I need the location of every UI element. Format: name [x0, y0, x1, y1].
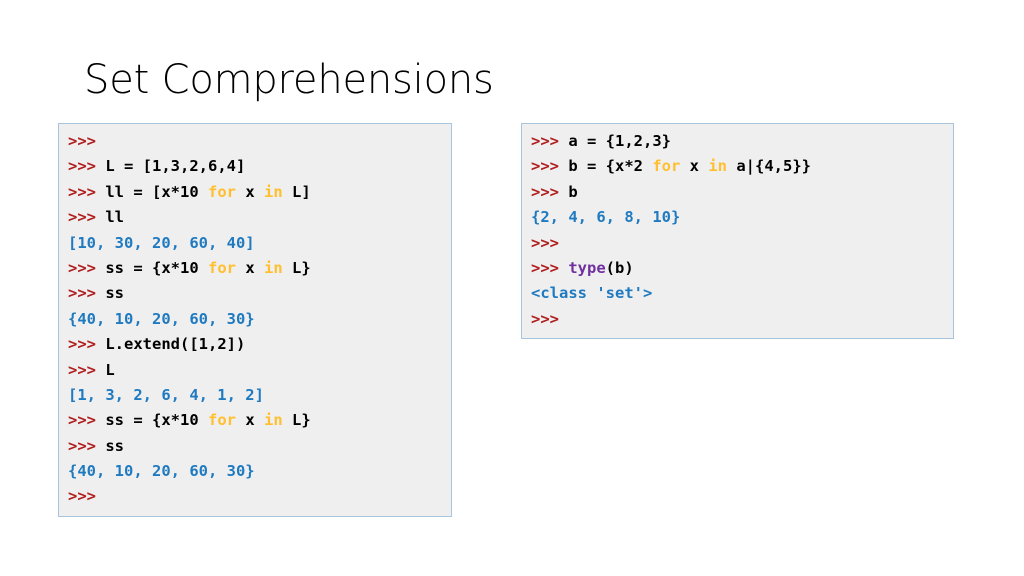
code-token-out: {2, 4, 6, 8, 10} [531, 208, 681, 227]
code-token-out: {40, 10, 20, 60, 30} [68, 462, 255, 481]
code-token-prompt: >>> [531, 233, 559, 252]
code-line: >>> type(b) [531, 256, 953, 281]
code-token-code [559, 259, 568, 277]
code-token-code: x [680, 157, 709, 176]
code-token-prompt: >>> [531, 258, 559, 277]
code-token-out: <class 'set'> [531, 284, 653, 303]
code-token-prompt: >>> [68, 487, 96, 506]
code-token-out: [1, 3, 2, 6, 4, 1, 2] [68, 385, 264, 404]
code-line: >>> [531, 231, 953, 256]
code-token-code: L] [282, 182, 311, 201]
code-token-prompt: >>> [68, 132, 96, 150]
code-token-code: ll = [x*10 [96, 182, 208, 201]
code-line: {40, 10, 20, 60, 30} [68, 307, 451, 332]
code-token-code: ss [96, 284, 124, 303]
code-line: >>> ll [68, 205, 451, 230]
code-line: >>> L = [1,3,2,6,4] [68, 154, 451, 179]
code-token-kw: in [263, 182, 283, 201]
code-token-code: (b) [605, 258, 634, 277]
code-token-kw: for [207, 182, 236, 201]
code-token-code: L} [282, 258, 311, 277]
code-line: >>> [531, 307, 953, 332]
code-block-right: >>> a = {1,2,3}>>> b = {x*2 for x in a|{… [521, 123, 954, 339]
code-token-prompt: >>> [68, 284, 96, 303]
code-line: >>> ss [68, 281, 451, 306]
code-token-prompt: >>> [531, 157, 559, 176]
code-token-prompt: >>> [68, 208, 96, 227]
code-token-code: a = {1,2,3} [559, 132, 671, 150]
code-token-code: x [235, 182, 264, 201]
code-line: >>> a = {1,2,3} [531, 129, 953, 154]
code-line: >>> [68, 484, 451, 509]
code-token-prompt: >>> [531, 309, 559, 328]
code-line: >>> b = {x*2 for x in a|{4,5}} [531, 154, 953, 179]
code-token-out: [10, 30, 20, 60, 40] [68, 233, 255, 252]
code-token-kw: in [708, 157, 727, 176]
code-line: <class 'set'> [531, 281, 953, 306]
code-token-code: b [559, 182, 578, 201]
code-token-kw: for [207, 411, 236, 430]
code-token-kw: in [263, 411, 283, 430]
code-line: >>> ss = {x*10 for x in L} [68, 256, 451, 281]
code-line: {40, 10, 20, 60, 30} [68, 459, 451, 484]
code-block-left: >>>>>> L = [1,3,2,6,4]>>> ll = [x*10 for… [58, 123, 452, 517]
code-token-prompt: >>> [531, 132, 559, 150]
page-title: Set Comprehensions [84, 57, 494, 103]
code-token-code: ss = {x*10 [96, 258, 208, 277]
code-line: >>> L.extend([1,2]) [68, 332, 451, 357]
code-token-prompt: >>> [68, 411, 96, 430]
code-token-kw: for [207, 258, 236, 277]
code-token-prompt: >>> [68, 436, 96, 455]
code-token-prompt: >>> [68, 157, 96, 176]
code-token-code: ss = {x*10 [96, 411, 208, 430]
code-token-kw: in [263, 258, 283, 277]
code-line: >>> ss = {x*10 for x in L} [68, 408, 451, 433]
code-token-code: x [235, 411, 264, 430]
code-token-code: ss [96, 436, 124, 455]
code-token-prompt: >>> [68, 182, 96, 201]
code-token-prompt: >>> [531, 182, 559, 201]
code-token-code: x [235, 258, 264, 277]
code-token-code: a|{4,5}} [727, 157, 811, 176]
code-token-code: L.extend([1,2]) [96, 335, 246, 354]
code-line: >>> b [531, 180, 953, 205]
code-line: >>> [68, 129, 451, 154]
code-token-code: ll [96, 208, 124, 227]
code-token-code: L = [1,3,2,6,4] [96, 157, 246, 176]
code-token-code: L} [282, 411, 311, 430]
code-token-out: {40, 10, 20, 60, 30} [68, 309, 255, 328]
code-line: {2, 4, 6, 8, 10} [531, 205, 953, 230]
code-line: >>> ll = [x*10 for x in L] [68, 180, 451, 205]
code-token-prompt: >>> [68, 335, 96, 354]
code-token-prompt: >>> [68, 258, 96, 277]
code-token-code: L [96, 360, 115, 379]
code-token-kw: for [652, 157, 681, 176]
code-token-code: b = {x*2 [559, 157, 653, 176]
code-token-builtin: type [568, 258, 606, 277]
code-line: >>> ss [68, 434, 451, 459]
code-token-prompt: >>> [68, 360, 96, 379]
code-line: [1, 3, 2, 6, 4, 1, 2] [68, 383, 451, 408]
code-line: >>> L [68, 358, 451, 383]
code-line: [10, 30, 20, 60, 40] [68, 231, 451, 256]
